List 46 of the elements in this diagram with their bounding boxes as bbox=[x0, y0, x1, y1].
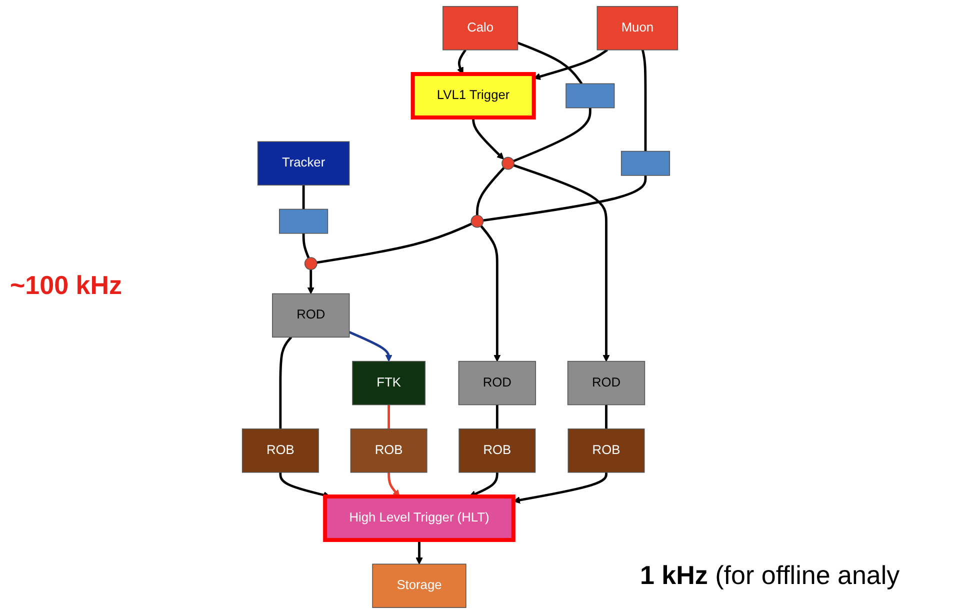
arrow bbox=[416, 540, 423, 564]
node-box: Muon bbox=[596, 6, 678, 50]
connector bbox=[513, 108, 592, 162]
arrow bbox=[279, 472, 330, 498]
node-box: ROB bbox=[458, 428, 536, 473]
rate-note: ~100 kHz bbox=[10, 270, 122, 301]
node-box: Storage bbox=[372, 564, 466, 608]
connector bbox=[302, 233, 310, 258]
node-box: ROD bbox=[567, 360, 646, 406]
node-bar bbox=[566, 83, 615, 108]
node-box: ROD bbox=[272, 293, 350, 338]
node-box: ROD bbox=[458, 360, 536, 406]
arrow bbox=[307, 270, 314, 294]
node-box: FTK bbox=[352, 360, 426, 406]
node-circle bbox=[304, 257, 318, 270]
arrow bbox=[456, 49, 466, 74]
connector bbox=[476, 167, 505, 216]
arrow bbox=[469, 472, 498, 498]
node-box: ROB bbox=[350, 428, 428, 473]
node-circle bbox=[502, 156, 514, 170]
node-box: ROB bbox=[568, 428, 645, 473]
node-box: Calo bbox=[442, 6, 518, 50]
connector bbox=[496, 404, 498, 429]
rate-note: 1 kHz (for offline analy bbox=[640, 560, 900, 591]
arrow bbox=[534, 48, 608, 80]
connector bbox=[641, 50, 647, 152]
arrow bbox=[472, 118, 504, 160]
node-box: Tracker bbox=[257, 141, 350, 186]
arrow bbox=[388, 472, 400, 497]
arrow bbox=[480, 225, 501, 362]
node-box: High Level Trigger (HLT) bbox=[323, 494, 516, 542]
arrow bbox=[348, 331, 392, 362]
connector bbox=[302, 185, 305, 210]
node-circle bbox=[470, 214, 484, 228]
node-box: LVL1 Trigger bbox=[410, 72, 536, 120]
arrow bbox=[513, 472, 608, 504]
connector bbox=[517, 42, 583, 84]
arrow bbox=[513, 164, 610, 362]
connector bbox=[605, 404, 608, 429]
node-bar bbox=[279, 208, 328, 234]
connector bbox=[316, 222, 472, 264]
connector bbox=[279, 336, 292, 429]
connector bbox=[482, 175, 647, 222]
node-bar bbox=[620, 150, 670, 176]
node-box: ROB bbox=[242, 428, 319, 473]
connector bbox=[388, 404, 390, 429]
